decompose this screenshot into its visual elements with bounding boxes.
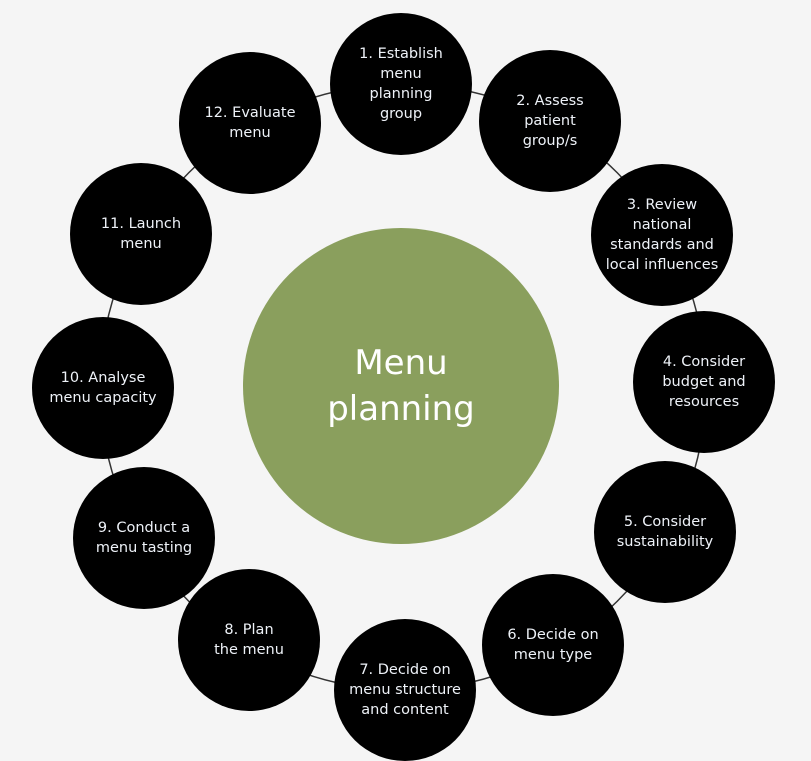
step-node-9: 9. Conduct a menu tasting bbox=[73, 467, 215, 609]
step-label: 3. Review national standards and local i… bbox=[605, 197, 719, 273]
step-label: 10. Analyse menu capacity bbox=[49, 370, 157, 406]
step-label: 8. Plan the menu bbox=[214, 622, 284, 658]
step-node-3: 3. Review national standards and local i… bbox=[591, 164, 733, 306]
step-node-6: 6. Decide on menu type bbox=[482, 574, 624, 716]
hub-title: Menu planning bbox=[327, 343, 475, 429]
step-label: 4. Consider budget and resources bbox=[662, 354, 746, 410]
step-label: 6. Decide on menu type bbox=[507, 627, 599, 663]
step-node-2: 2. Assess patient group/s bbox=[479, 50, 621, 192]
step-node-11: 11. Launch menu bbox=[70, 163, 212, 305]
step-label: 1. Establish menu planning group bbox=[359, 46, 443, 122]
step-node-10: 10. Analyse menu capacity bbox=[32, 317, 174, 459]
step-node-4: 4. Consider budget and resources bbox=[633, 311, 775, 453]
step-node-5: 5. Consider sustainability bbox=[594, 461, 736, 603]
step-label: 12. Evaluate menu bbox=[204, 105, 296, 141]
step-label: 5. Consider sustainability bbox=[616, 514, 714, 550]
step-label: 7. Decide on menu structure and content bbox=[349, 662, 461, 718]
step-label: 2. Assess patient group/s bbox=[516, 93, 584, 149]
step-label: 9. Conduct a menu tasting bbox=[95, 520, 193, 556]
step-node-7: 7. Decide on menu structure and content bbox=[334, 619, 476, 761]
step-label: 11. Launch menu bbox=[100, 216, 182, 252]
step-node-1: 1. Establish menu planning group bbox=[330, 13, 472, 155]
step-node-8: 8. Plan the menu bbox=[178, 569, 320, 711]
center-hub: Menu planning bbox=[243, 228, 559, 544]
step-node-12: 12. Evaluate menu bbox=[179, 52, 321, 194]
